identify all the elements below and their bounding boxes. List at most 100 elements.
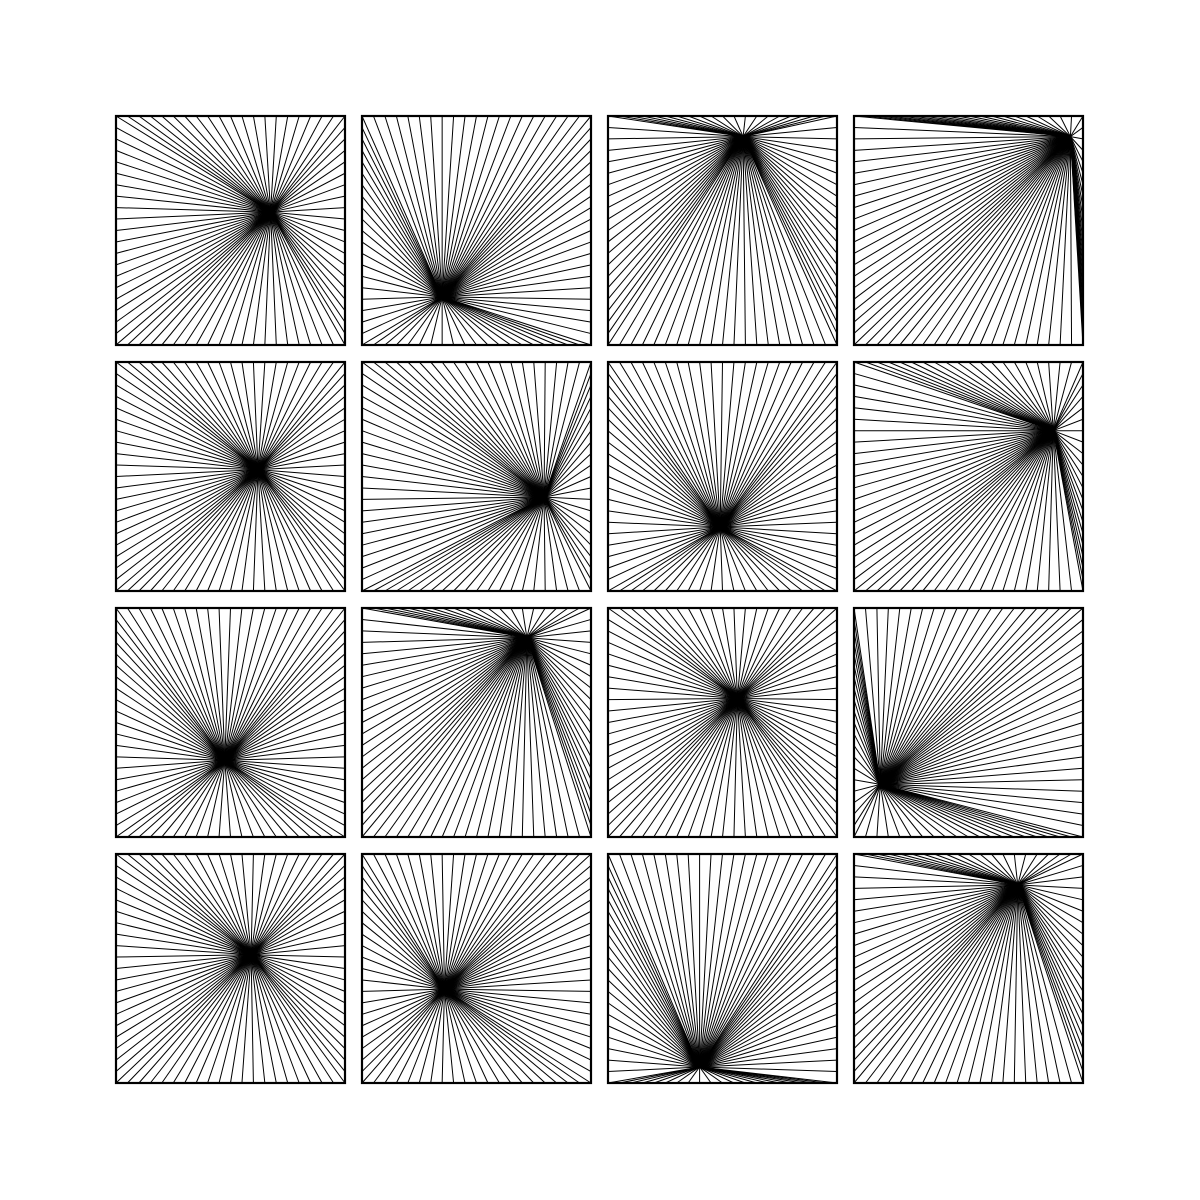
ray-line [699,1066,838,1073]
ray-line [736,698,838,838]
ray-line [441,296,546,346]
ray-line [742,136,838,186]
ray-line [543,384,592,498]
ray-line [853,884,1018,901]
ray-line [699,853,838,1068]
ray-line [441,115,500,298]
ray-line [607,1048,700,1068]
ray-line [1069,136,1084,163]
ray-line [115,954,252,1015]
ray-line [444,853,523,990]
ray-line [115,630,226,761]
ray-line [224,760,231,838]
ray-line [543,407,592,498]
ray-line [526,637,569,838]
ray-line [407,496,545,592]
ray-line [361,252,443,298]
ray-line [418,496,545,592]
ray-line [257,469,323,592]
ray-line [250,954,346,1015]
ray-line [241,954,252,1084]
ray-line [880,783,992,838]
ray-line [630,607,738,699]
ray-line [1017,884,1084,1004]
ray-line [441,296,455,346]
ray-line [630,136,744,346]
ray-line [879,784,889,838]
ray-line [257,453,346,471]
ray-line [743,115,838,138]
ray-line [880,619,1084,785]
ray-line [218,115,272,213]
ray-line [526,637,592,826]
ray-line [1052,361,1061,431]
ray-line [257,384,346,470]
ray-line [257,373,346,470]
ray-line [880,664,1084,785]
ray-line [880,783,1084,804]
ray-line [257,469,289,592]
ray-line [737,698,838,792]
ray-line [864,607,881,785]
ray-line [361,407,545,498]
ray-line [430,496,545,592]
ray-line [853,136,1071,197]
ray-line [607,945,700,1068]
ray-line [161,759,226,838]
ray-line [699,1002,838,1068]
ray-line [699,899,838,1068]
ray-line [543,496,592,592]
ray-line [444,933,592,990]
ray-line [526,637,592,758]
ray-line [441,195,592,298]
ray-line [742,136,838,220]
ray-line [487,637,528,838]
ray-line [127,853,252,956]
ray-line [956,884,1019,1084]
ray-line [853,884,1018,924]
tile-frame [606,852,839,1085]
ray-line [664,361,721,528]
tile-frame [852,360,1085,593]
ray-line [1052,430,1084,454]
ray-line [407,637,528,838]
ray-line [241,853,252,955]
ray-line [361,195,443,298]
ray-line [361,441,545,498]
ray-line [607,697,738,701]
ray-line [880,783,1084,815]
ray-line [699,1066,735,1084]
ray-line [922,361,1054,432]
ray-line [876,884,1019,1084]
ray-line [853,430,1054,443]
ray-line [880,607,1072,785]
ray-line [257,469,346,500]
ray-line [853,136,1071,300]
ray-line [184,954,252,1084]
ray-line [442,252,592,298]
ray-line [224,733,346,761]
ray-line [607,136,744,346]
ray-line [270,211,346,323]
ray-line [742,136,792,346]
ray-line [853,884,1019,1027]
ray-line [619,136,744,346]
ray-line [853,688,881,785]
ray-line [607,1025,700,1068]
ray-line [879,607,1015,785]
ray-line [699,1059,838,1068]
ray-line [1052,430,1084,523]
ray-line [224,760,254,838]
ray-line [737,697,838,701]
ray-line [1036,361,1054,431]
ray-line [161,954,252,1084]
ray-line [1069,136,1084,346]
ray-line [224,759,346,838]
ray-line [361,988,445,1050]
ray-line [968,430,1054,592]
ray-line [630,526,721,592]
ray-line [270,212,289,346]
ray-line [853,884,1019,1072]
ray-line [526,618,592,639]
